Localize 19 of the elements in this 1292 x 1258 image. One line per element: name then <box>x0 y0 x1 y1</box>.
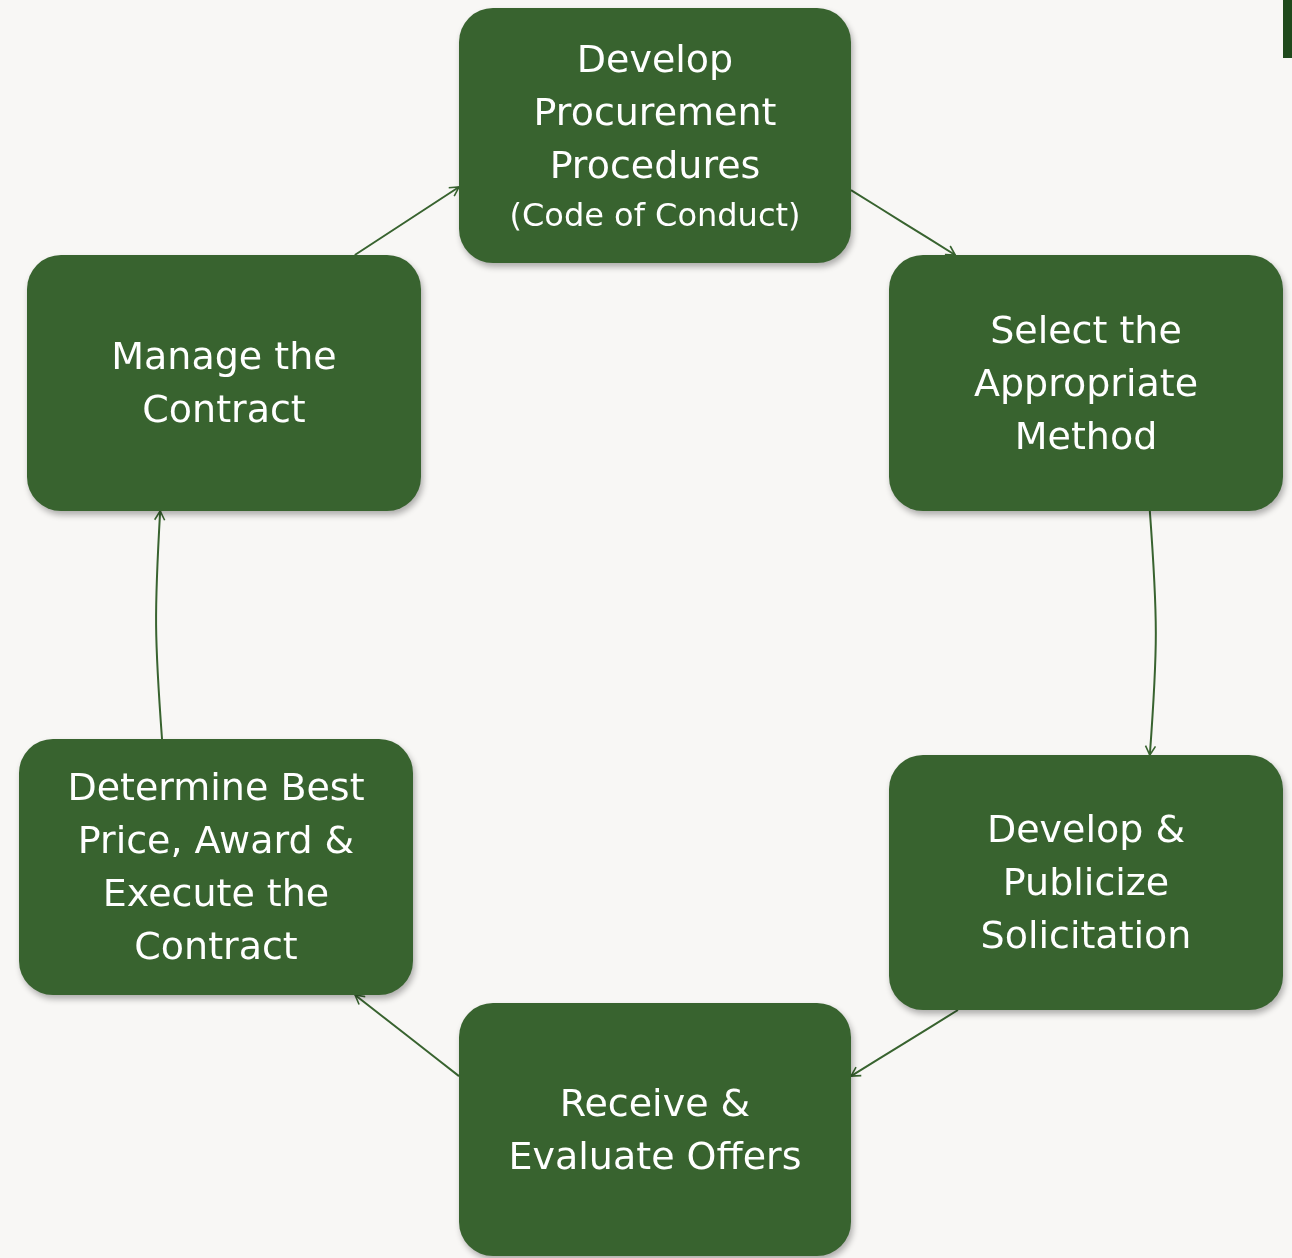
arrow <box>850 189 957 256</box>
step-label: Receive & Evaluate Offers <box>507 1079 803 1180</box>
process-box <box>889 755 1283 1010</box>
step-note: (Code of Conduct) <box>509 195 801 236</box>
arrow <box>153 510 166 740</box>
arrow <box>354 994 460 1078</box>
process-box <box>459 8 851 263</box>
step-label: Develop Procurement Procedures <box>532 36 778 189</box>
process-box <box>889 255 1283 511</box>
step-label: Develop & Publicize Solicitation <box>979 806 1193 959</box>
step-label: Manage the Contract <box>110 333 338 433</box>
process-box <box>27 255 421 511</box>
process-box <box>19 739 413 995</box>
arrow <box>850 1009 959 1078</box>
arrow <box>353 186 460 256</box>
step-label: Determine Best Price, Award & Execute the Contract <box>66 764 366 970</box>
arrow <box>1144 510 1157 756</box>
step-label: Select the Appropriate Method <box>972 306 1200 460</box>
process-box <box>459 1003 851 1256</box>
